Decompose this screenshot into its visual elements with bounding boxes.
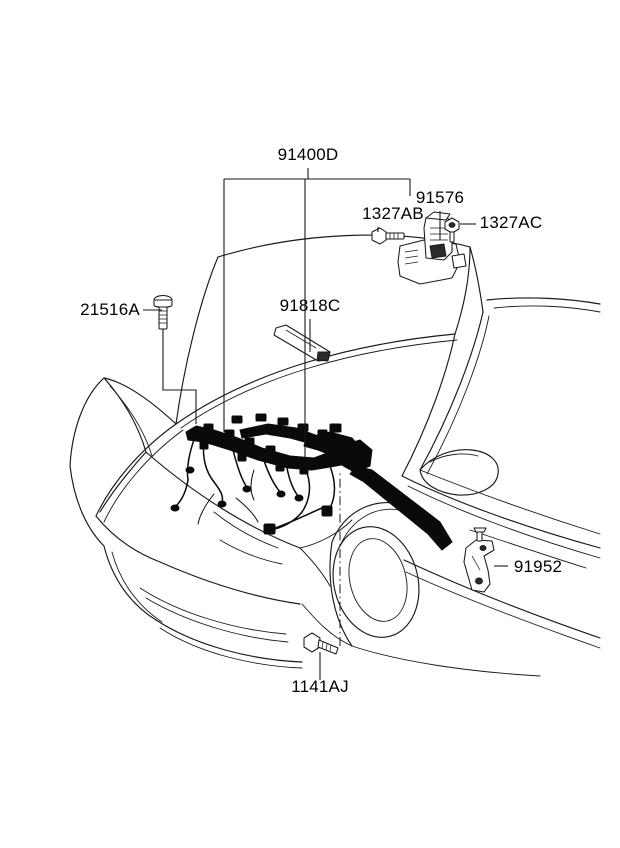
wiring-harness-91400d xyxy=(170,413,453,551)
protector-91818c-glyph xyxy=(273,324,331,362)
callout-21516A: 21516A xyxy=(80,300,140,319)
harness-connectors xyxy=(199,413,342,475)
bolt-1141aj-glyph xyxy=(303,632,339,655)
callout-1141AJ: 1141AJ xyxy=(291,677,349,696)
bracket-91952-glyph xyxy=(463,527,495,593)
callout-91818C: 91818C xyxy=(280,296,341,315)
callout-labels: 91400D 91576 1327AB 1327AC 21516A 91818C… xyxy=(80,145,562,696)
nut-1327ac-glyph xyxy=(444,217,460,243)
callout-91576: 91576 xyxy=(416,188,464,207)
vehicle-body-outline xyxy=(69,234,601,677)
bolt-1327ab-glyph xyxy=(371,227,405,245)
harness-terminals xyxy=(170,466,304,512)
bolt-21516a-glyph xyxy=(153,294,173,330)
callout-1327AC: 1327AC xyxy=(480,213,543,232)
callout-1327AB: 1327AB xyxy=(362,204,424,223)
callout-91400D: 91400D xyxy=(278,145,339,164)
callout-91952: 91952 xyxy=(514,557,562,576)
leader-lines xyxy=(143,168,508,680)
